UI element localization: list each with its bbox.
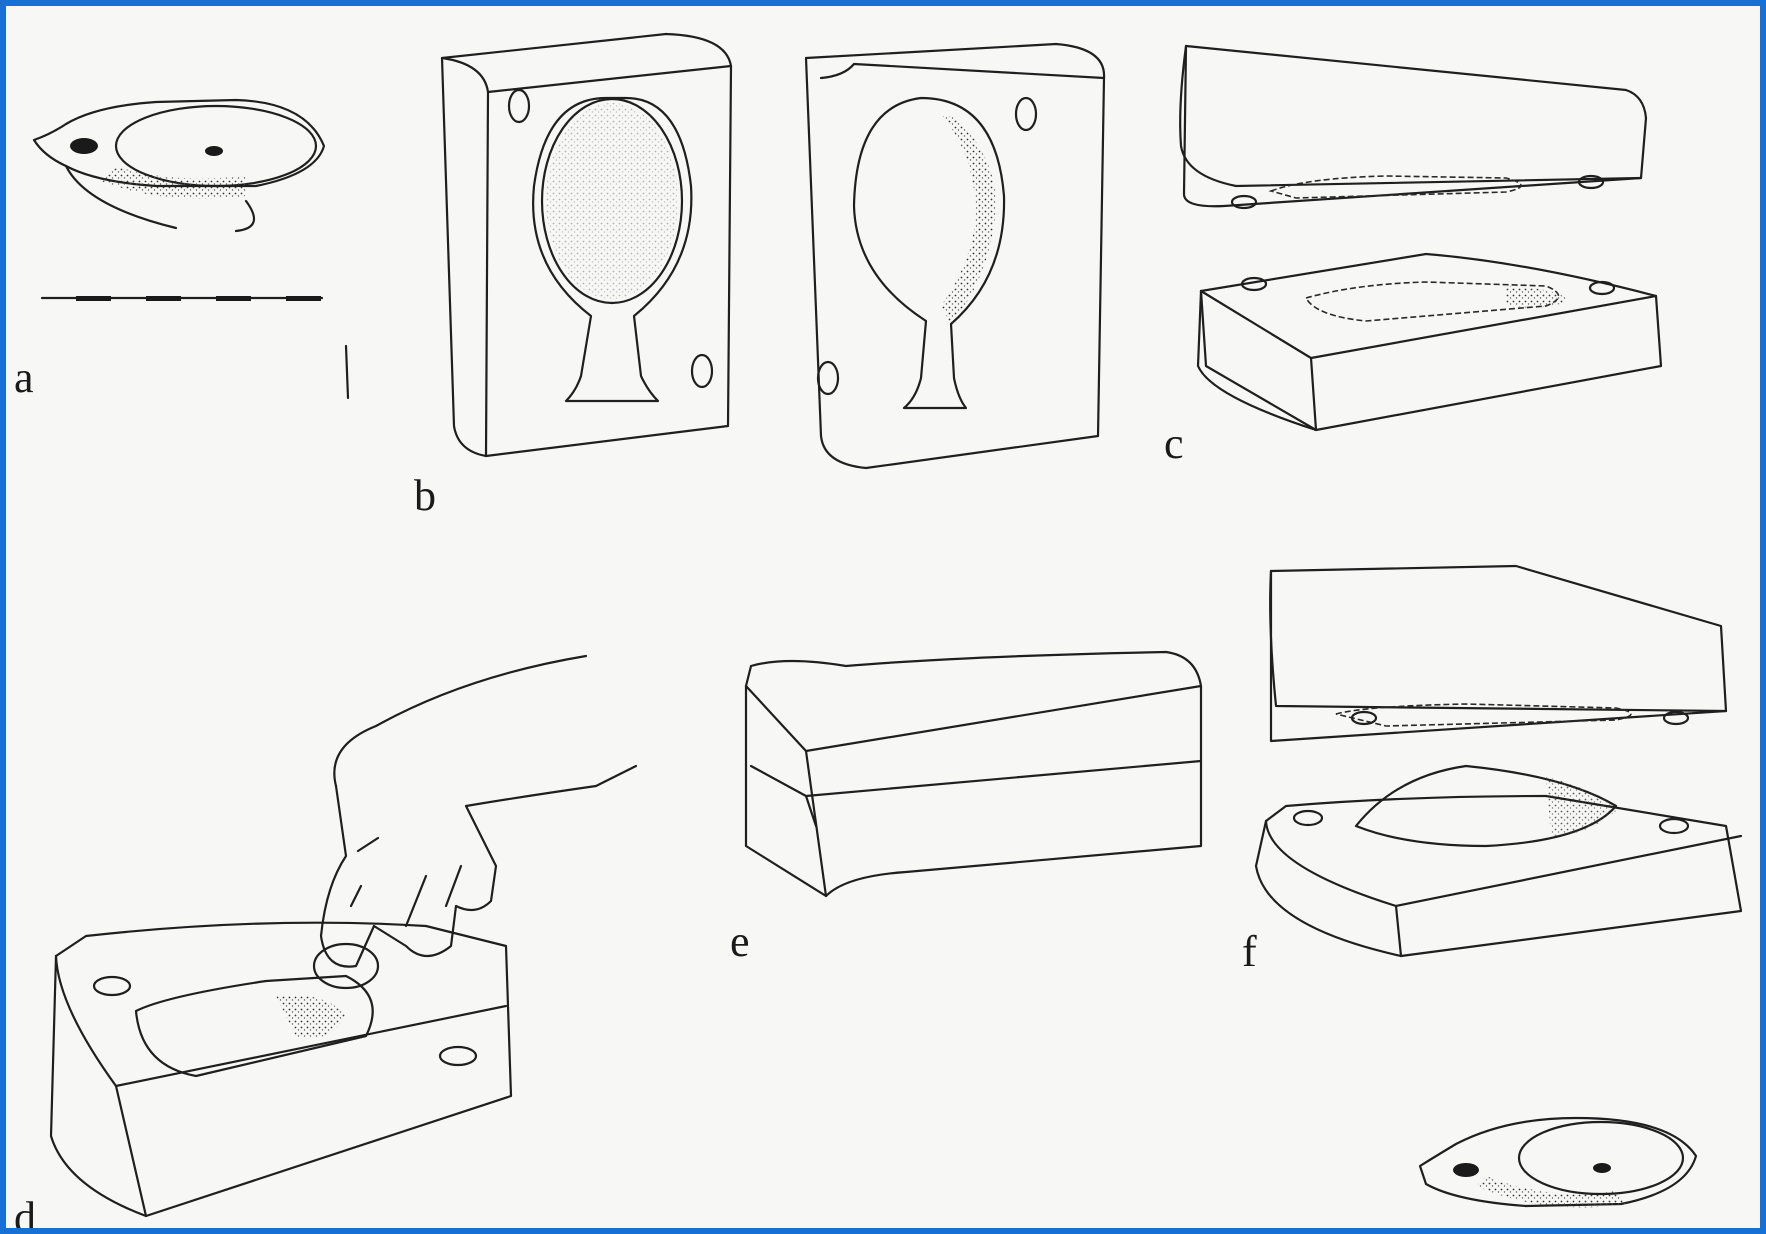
panel-e-closed-mould — [746, 652, 1201, 896]
panel-c-mould-pair — [1180, 46, 1661, 430]
label-f: f — [1242, 927, 1257, 976]
label-a: a — [14, 353, 34, 402]
label-b: b — [414, 471, 436, 520]
label-e: e — [730, 917, 750, 966]
panel-d-pressing-clay — [51, 656, 636, 1216]
panel-a-lamp — [34, 100, 324, 231]
scale-bar — [42, 296, 348, 398]
panel-b-mould-halves — [442, 34, 1104, 468]
label-c: c — [1164, 419, 1184, 468]
finished-lamp — [1420, 1118, 1696, 1207]
panel-f-opened-mould — [1256, 566, 1741, 956]
label-d: d — [14, 1193, 36, 1228]
lamp-mould-process-drawing: a b c — [6, 6, 1760, 1228]
